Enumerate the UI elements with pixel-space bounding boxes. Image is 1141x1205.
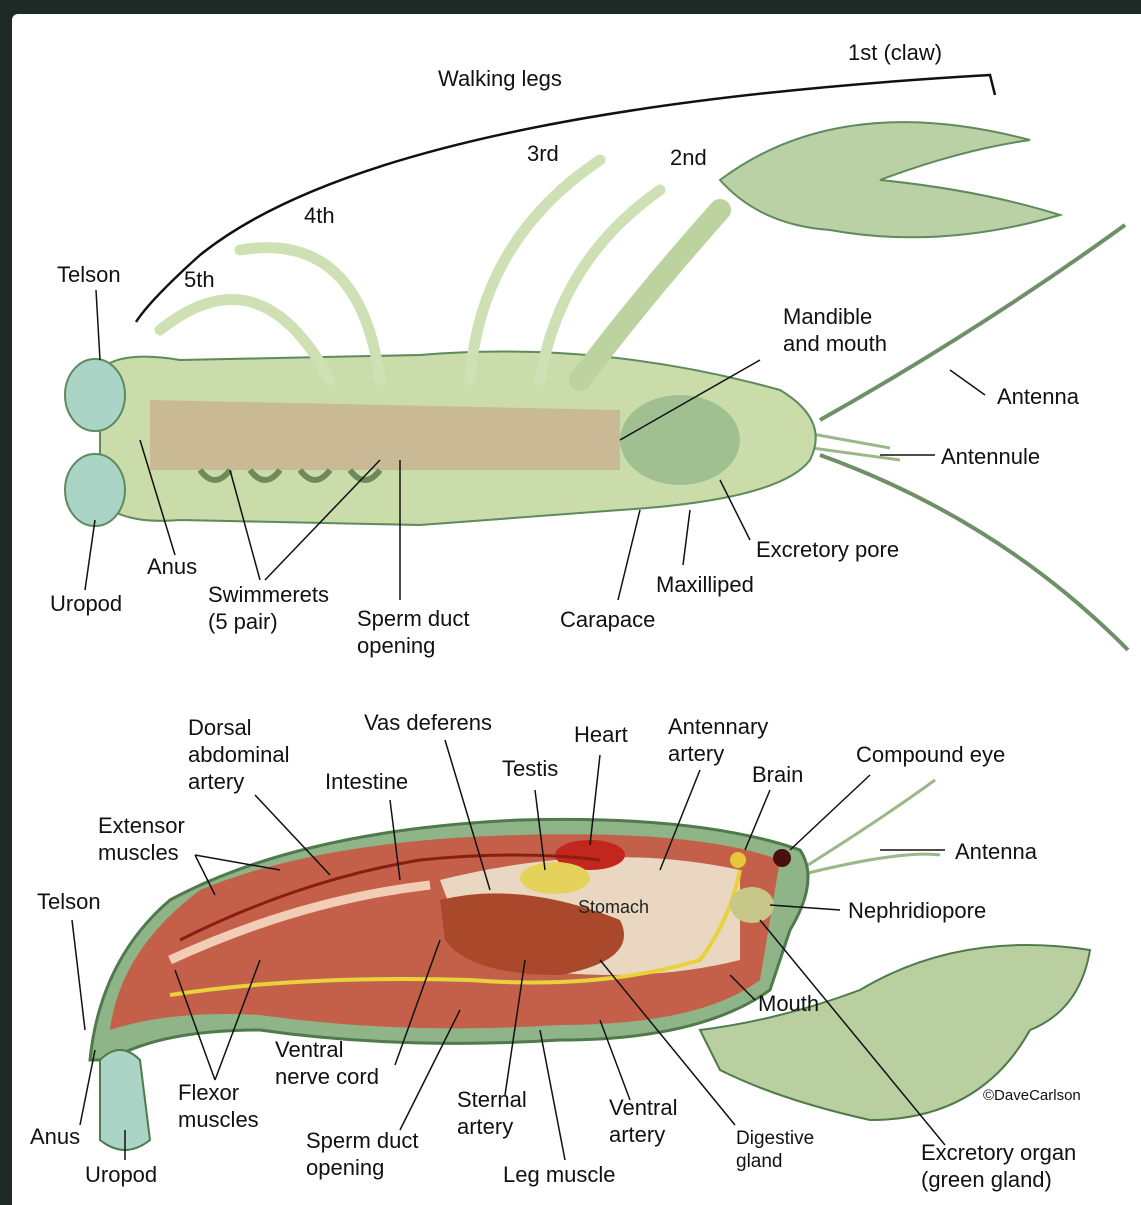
label-mandible-line1: Mandible [783, 304, 872, 330]
label-heart: Heart [574, 722, 628, 748]
label-testis: Testis [502, 756, 558, 782]
testis [520, 862, 590, 894]
label-antenna-bottom: Antenna [955, 839, 1037, 865]
label-swimmerets-line2: (5 pair) [208, 609, 278, 635]
label-dorsal-line3: artery [188, 769, 244, 795]
label-dorsal-line2: abdominal [188, 742, 290, 768]
abdomen-segments [150, 400, 620, 470]
label-nephridiopore: Nephridiopore [848, 898, 986, 924]
label-ventral-artery-line1: Ventral [609, 1095, 678, 1121]
label-fourth-leg: 4th [304, 203, 335, 229]
label-carapace: Carapace [560, 607, 655, 633]
label-first-claw: 1st (claw) [848, 40, 942, 66]
label-intestine: Intestine [325, 769, 408, 795]
credit-text: ©DaveCarlson [983, 1083, 1081, 1109]
compound-eye [773, 849, 791, 867]
label-flexor-line2: muscles [178, 1107, 259, 1133]
label-antennule: Antennule [941, 444, 1040, 470]
label-swimmerets-line1: Swimmerets [208, 582, 329, 608]
pointer-anus-bottom [80, 1050, 95, 1125]
label-compound-eye: Compound eye [856, 742, 1005, 768]
label-anus-bottom: Anus [30, 1124, 80, 1150]
pointer-telson-bottom [72, 920, 85, 1030]
label-uropod-bottom: Uropod [85, 1162, 157, 1188]
label-dorsal-line1: Dorsal [188, 715, 252, 741]
label-digestive-line2: gland [736, 1151, 783, 1173]
label-anus-top: Anus [147, 554, 197, 580]
label-digestive-line1: Digestive [736, 1128, 814, 1150]
label-excretory-organ-line2: (green gland) [921, 1167, 1052, 1193]
pointer-maxilliped [683, 510, 690, 565]
label-telson-bottom: Telson [37, 889, 101, 915]
pointer-antenna-top [950, 370, 985, 395]
label-antennary-line1: Antennary [668, 714, 768, 740]
label-telson-top: Telson [57, 262, 121, 288]
label-ventral-artery-line2: artery [609, 1122, 665, 1148]
label-third-leg: 3rd [527, 141, 559, 167]
ventral-view-crayfish [65, 75, 1128, 650]
label-extensor-line1: Extensor [98, 813, 185, 839]
label-uropod-top: Uropod [50, 591, 122, 617]
label-stomach: Stomach [578, 894, 649, 920]
label-sperm-duct-bottom-line2: opening [306, 1155, 384, 1181]
uropod-bottom [65, 454, 125, 526]
carapace-underside [620, 395, 740, 485]
label-antennary-line2: artery [668, 741, 724, 767]
claw-top [720, 122, 1060, 237]
label-leg-muscle: Leg muscle [503, 1162, 616, 1188]
label-extensor-line2: muscles [98, 840, 179, 866]
label-excretory-pore: Excretory pore [756, 537, 899, 563]
label-mouth: Mouth [758, 991, 819, 1017]
label-sperm-duct-top-line2: opening [357, 633, 435, 659]
label-sternal-line1: Sternal [457, 1087, 527, 1113]
label-flexor-line1: Flexor [178, 1080, 239, 1106]
label-sternal-line2: artery [457, 1114, 513, 1140]
brain [730, 852, 746, 868]
antenna-bottom [800, 780, 940, 875]
label-sperm-duct-top-line1: Sperm duct [357, 606, 470, 632]
label-ventral-nerve-line2: nerve cord [275, 1064, 379, 1090]
label-brain: Brain [752, 762, 803, 788]
pointer-telson-top [96, 290, 100, 360]
label-fifth-leg: 5th [184, 267, 215, 293]
pointer-uropod-top [85, 520, 95, 590]
label-sperm-duct-bottom-line1: Sperm duct [306, 1128, 419, 1154]
uropod-top [65, 359, 125, 431]
pointer-leg-muscle [540, 1030, 565, 1160]
label-ventral-nerve-line1: Ventral [275, 1037, 344, 1063]
label-vas-deferens: Vas deferens [364, 710, 492, 736]
label-walking-legs: Walking legs [438, 66, 562, 92]
label-excretory-organ-line1: Excretory organ [921, 1140, 1076, 1166]
pointer-carapace [618, 510, 640, 600]
label-mandible-line2: and mouth [783, 331, 887, 357]
green-gland [730, 887, 774, 923]
label-second-leg: 2nd [670, 145, 707, 171]
label-antenna-top: Antenna [997, 384, 1079, 410]
label-maxilliped: Maxilliped [656, 572, 754, 598]
